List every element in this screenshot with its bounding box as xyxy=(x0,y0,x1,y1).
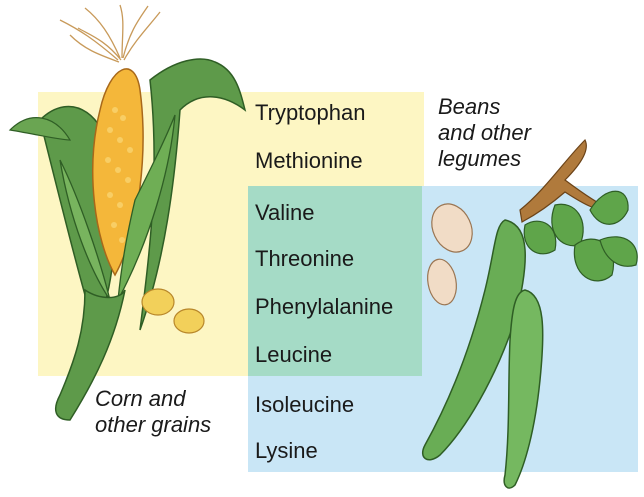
amino-acid-label: Methionine xyxy=(255,148,363,174)
legumes-caption: Beans and other legumes xyxy=(438,94,531,172)
grains-caption: Corn and other grains xyxy=(95,386,211,438)
amino-acid-label: Phenylalanine xyxy=(255,294,393,320)
amino-acid-label: Isoleucine xyxy=(255,392,354,418)
amino-acid-label: Lysine xyxy=(255,438,318,464)
amino-acid-label: Threonine xyxy=(255,246,354,272)
amino-acid-label: Leucine xyxy=(255,342,332,368)
legumes-caption-line: and other xyxy=(438,120,531,146)
legumes-caption-line: Beans xyxy=(438,94,531,120)
legumes-caption-line: legumes xyxy=(438,146,531,172)
bean-seed xyxy=(424,257,460,307)
bean-leaf xyxy=(590,191,628,224)
bean-seed xyxy=(424,197,480,258)
amino-acid-label: Valine xyxy=(255,200,315,226)
bean-leaf xyxy=(524,221,556,254)
grains-caption-line: Corn and xyxy=(95,386,211,412)
amino-acid-label: Tryptophan xyxy=(255,100,365,126)
bean-leaf xyxy=(552,204,583,246)
grains-caption-line: other grains xyxy=(95,412,211,438)
